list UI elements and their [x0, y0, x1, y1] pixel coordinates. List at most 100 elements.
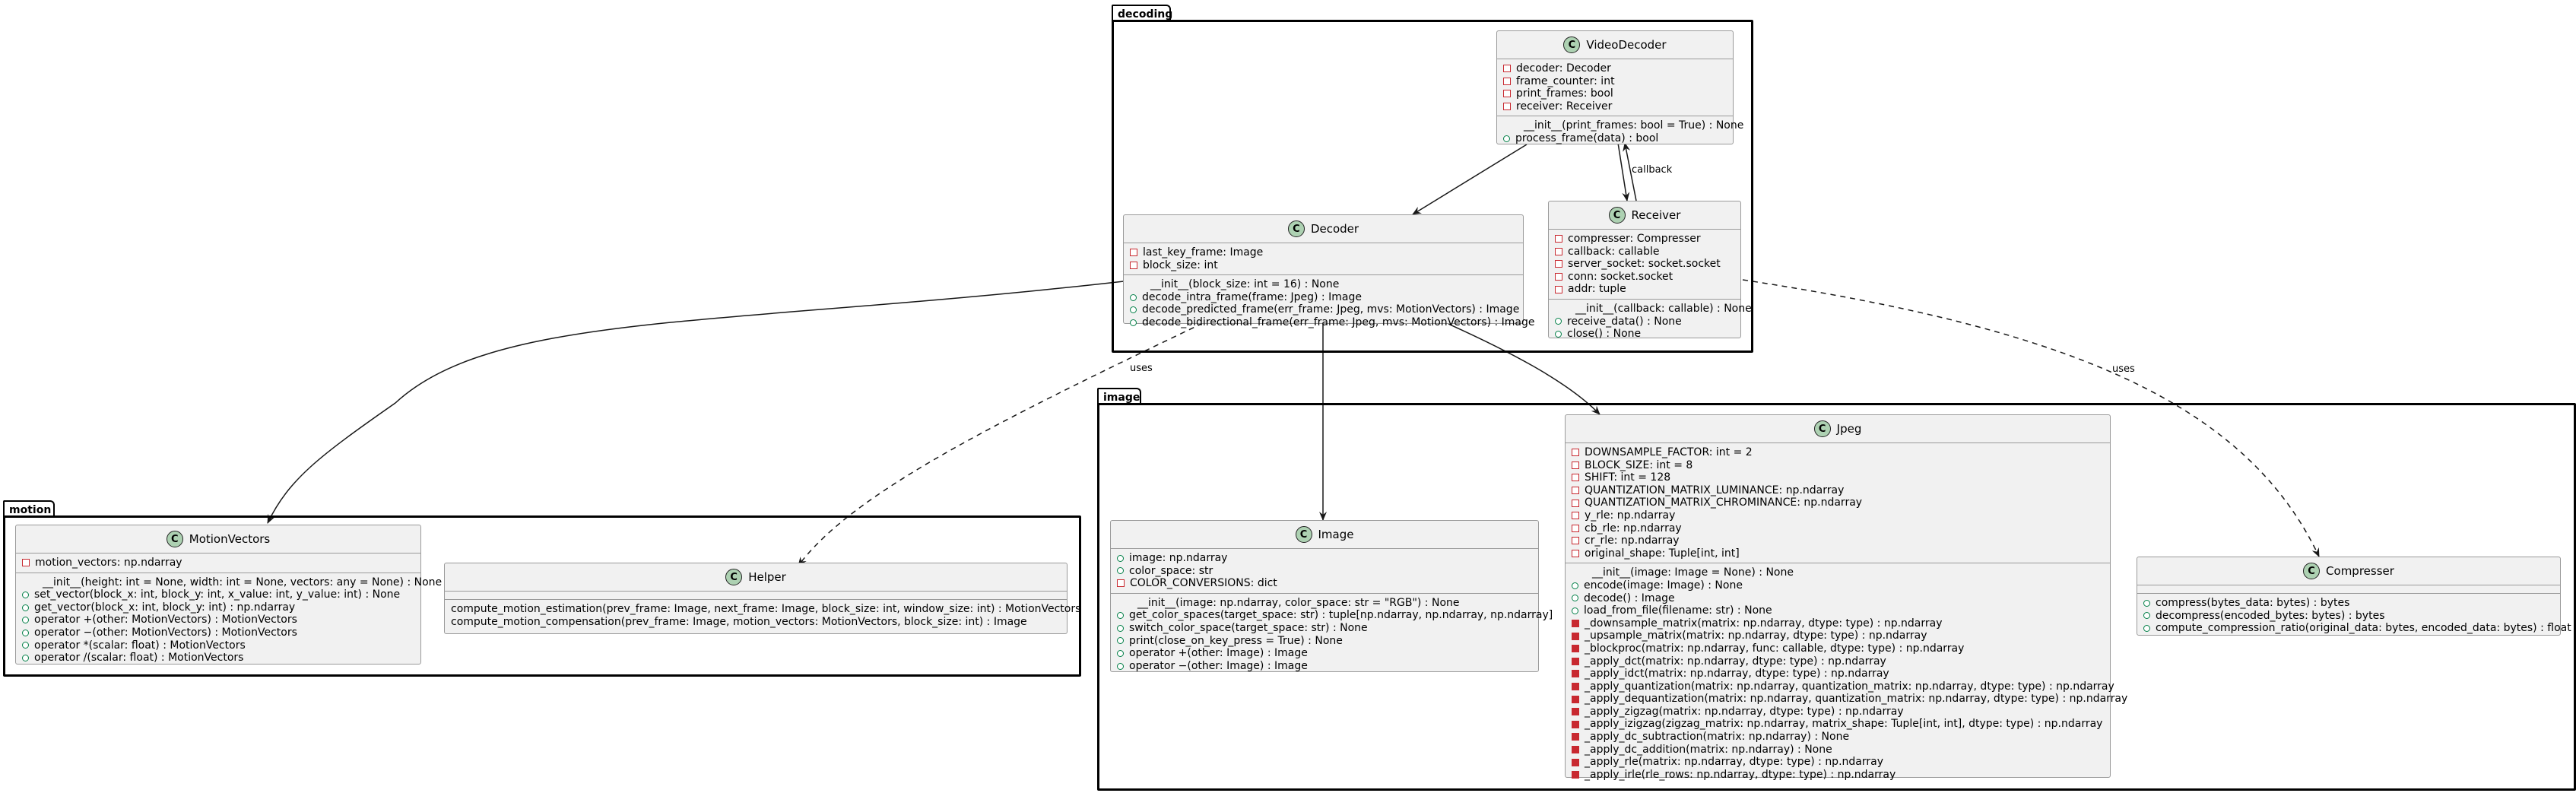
private-method-icon	[1572, 720, 1579, 728]
public-method-icon	[1572, 582, 1578, 589]
field-row: DOWNSAMPLE_FACTOR: int = 2	[1572, 446, 2104, 459]
fields-section: image: np.ndarray color_space: str COLOR…	[1111, 549, 1538, 594]
class-helper[interactable]: C Helper compute_motion_estimation(prev_…	[444, 563, 1080, 634]
class-jpeg[interactable]: C Jpeg DOWNSAMPLE_FACTOR: int = 2 BLOCK_…	[1565, 414, 2127, 781]
package-motion	[3, 515, 1081, 677]
class-header: C Compresser	[2137, 557, 2560, 585]
private-method-icon	[1572, 620, 1579, 628]
method-row: _apply_zigzag(matrix: np.ndarray, dtype:…	[1572, 706, 2104, 718]
class-image[interactable]: C Image image: np.ndarray color_space: s…	[1110, 520, 1553, 673]
method-row: __init__(callback: callable) : None	[1575, 302, 1752, 315]
methods-section: compress(bytes_data: bytes) : bytes deco…	[2137, 594, 2571, 638]
public-field-icon	[1117, 554, 1124, 562]
private-method-icon	[1572, 758, 1579, 766]
method-row: decode_predicted_frame(err_frame: Jpeg, …	[1130, 303, 1519, 316]
private-field-icon	[1555, 247, 1562, 255]
class-header: C MotionVectors	[16, 525, 420, 554]
method-row: operator −(other: Image) : Image	[1117, 660, 1532, 673]
class-c-icon: C	[2303, 563, 2321, 579]
edge-receiver-compresser	[1742, 279, 2320, 557]
method-row: __init__(block_size: int = 16) : None	[1150, 278, 1340, 291]
public-method-icon	[22, 629, 29, 636]
field-row: conn: socket.socket	[1555, 271, 1734, 284]
fields-section	[2137, 585, 2560, 594]
method-row: _apply_dc_subtraction(matrix: np.ndarray…	[1572, 731, 2104, 744]
field-row: COLOR_CONVERSIONS: dict	[1117, 577, 1532, 590]
public-method-icon	[1130, 319, 1137, 326]
public-field-icon	[1117, 567, 1124, 575]
field-row: QUANTIZATION_MATRIX_LUMINANCE: np.ndarra…	[1572, 484, 2104, 497]
method-row: get_vector(block_x: int, block_y: int) :…	[22, 601, 414, 614]
method-row: __init__(image: Image = None) : None	[1592, 566, 1794, 579]
private-field-icon	[1555, 235, 1562, 243]
private-method-icon	[1572, 745, 1579, 753]
methods-section: compute_motion_estimation(prev_frame: Im…	[445, 600, 1080, 631]
method-row: _apply_irle(rle_rows: np.ndarray, dtype:…	[1572, 769, 2104, 782]
method-row: __init__(image: np.ndarray, color_space:…	[1137, 596, 1460, 609]
method-row: load_from_file(filename: str) : None	[1572, 604, 2104, 617]
method-row: _apply_dequantization(matrix: np.ndarray…	[1572, 693, 2127, 706]
public-method-icon	[1572, 595, 1578, 602]
public-method-icon	[1117, 662, 1124, 670]
class-name: Decoder	[1310, 222, 1359, 236]
field-row: decoder: Decoder	[1503, 62, 1727, 75]
package-tab-motion: motion	[3, 500, 55, 517]
class-name: Helper	[748, 570, 786, 584]
method-row: __init__(height: int = None, width: int …	[43, 576, 443, 588]
class-motionvectors[interactable]: C MotionVectors motion_vectors: np.ndarr…	[15, 525, 443, 665]
field-row: QUANTIZATION_MATRIX_CHROMINANCE: np.ndar…	[1572, 496, 2104, 509]
method-row: operator *(scalar: float) : MotionVector…	[22, 639, 414, 652]
public-method-icon	[22, 591, 29, 598]
class-videodecoder[interactable]: C VideoDecoder decoder: Decoder frame_co…	[1496, 30, 1743, 144]
private-field-icon	[1572, 474, 1579, 482]
fields-section: DOWNSAMPLE_FACTOR: int = 2 BLOCK_SIZE: i…	[1566, 443, 2110, 564]
private-method-icon	[1572, 682, 1579, 690]
method-row: compute_motion_compensation(prev_frame: …	[451, 615, 1027, 628]
private-field-icon	[1130, 261, 1137, 269]
method-row: _apply_idct(matrix: np.ndarray, dtype: t…	[1572, 668, 2104, 680]
field-row: color_space: str	[1117, 565, 1532, 578]
method-row: operator +(other: MotionVectors) : Motio…	[22, 614, 414, 626]
field-row: receiver: Receiver	[1503, 100, 1727, 113]
method-row: _apply_dct(matrix: np.ndarray, dtype: ty…	[1572, 655, 2104, 668]
field-row: motion_vectors: np.ndarray	[22, 557, 414, 569]
methods-section: __init__(block_size: int = 16) : None de…	[1124, 275, 1535, 331]
private-field-icon	[1572, 461, 1579, 469]
private-method-icon	[1572, 632, 1579, 640]
method-row: decode_intra_frame(frame: Jpeg) : Image	[1130, 291, 1517, 304]
class-name: Image	[1318, 528, 1354, 541]
callback-label: callback	[1632, 164, 1673, 176]
field-row: SHIFT: int = 128	[1572, 471, 2104, 484]
field-row: print_frames: bool	[1503, 87, 1727, 100]
private-field-icon	[1572, 512, 1579, 520]
method-row: decode() : Image	[1572, 592, 2104, 605]
class-receiver[interactable]: C Receiver compresser: Compresser callba…	[1548, 201, 1752, 340]
field-row: addr: tuple	[1555, 283, 1734, 296]
class-c-icon: C	[1563, 36, 1581, 53]
method-row: decompress(encoded_bytes: bytes) : bytes	[2143, 610, 2554, 623]
fields-section	[445, 592, 1067, 600]
method-row: _apply_dc_addition(matrix: np.ndarray) :…	[1572, 744, 2104, 757]
public-method-icon	[22, 617, 29, 624]
field-row: original_shape: Tuple[int, int]	[1572, 547, 2104, 560]
method-row: set_vector(block_x: int, block_y: int, x…	[22, 588, 414, 601]
method-row: encode(image: Image) : None	[1572, 579, 2104, 592]
class-compresser[interactable]: C Compresser compress(bytes_data: bytes)…	[2137, 557, 2571, 638]
private-field-icon	[1572, 487, 1579, 495]
field-row: compresser: Compresser	[1555, 233, 1734, 246]
public-method-icon	[1117, 637, 1124, 645]
private-method-icon	[1572, 695, 1579, 703]
public-method-icon	[2143, 599, 2150, 607]
method-row: compute_compression_ratio(original_data:…	[2143, 622, 2571, 635]
methods-section: __init__(callback: callable) : None rece…	[1549, 300, 1752, 344]
class-decoder[interactable]: C Decoder last_key_frame: Image block_si…	[1123, 214, 1535, 328]
public-method-icon	[1117, 612, 1124, 620]
field-row: cb_rle: np.ndarray	[1572, 522, 2104, 535]
class-c-icon: C	[725, 569, 743, 585]
field-row: BLOCK_SIZE: int = 8	[1572, 459, 2104, 472]
method-row: _apply_rle(matrix: np.ndarray, dtype: ty…	[1572, 756, 2104, 769]
package-decoding	[1112, 20, 1753, 353]
private-field-icon	[1503, 77, 1511, 85]
field-row: last_key_frame: Image	[1130, 246, 1517, 259]
public-method-icon	[2143, 612, 2150, 620]
